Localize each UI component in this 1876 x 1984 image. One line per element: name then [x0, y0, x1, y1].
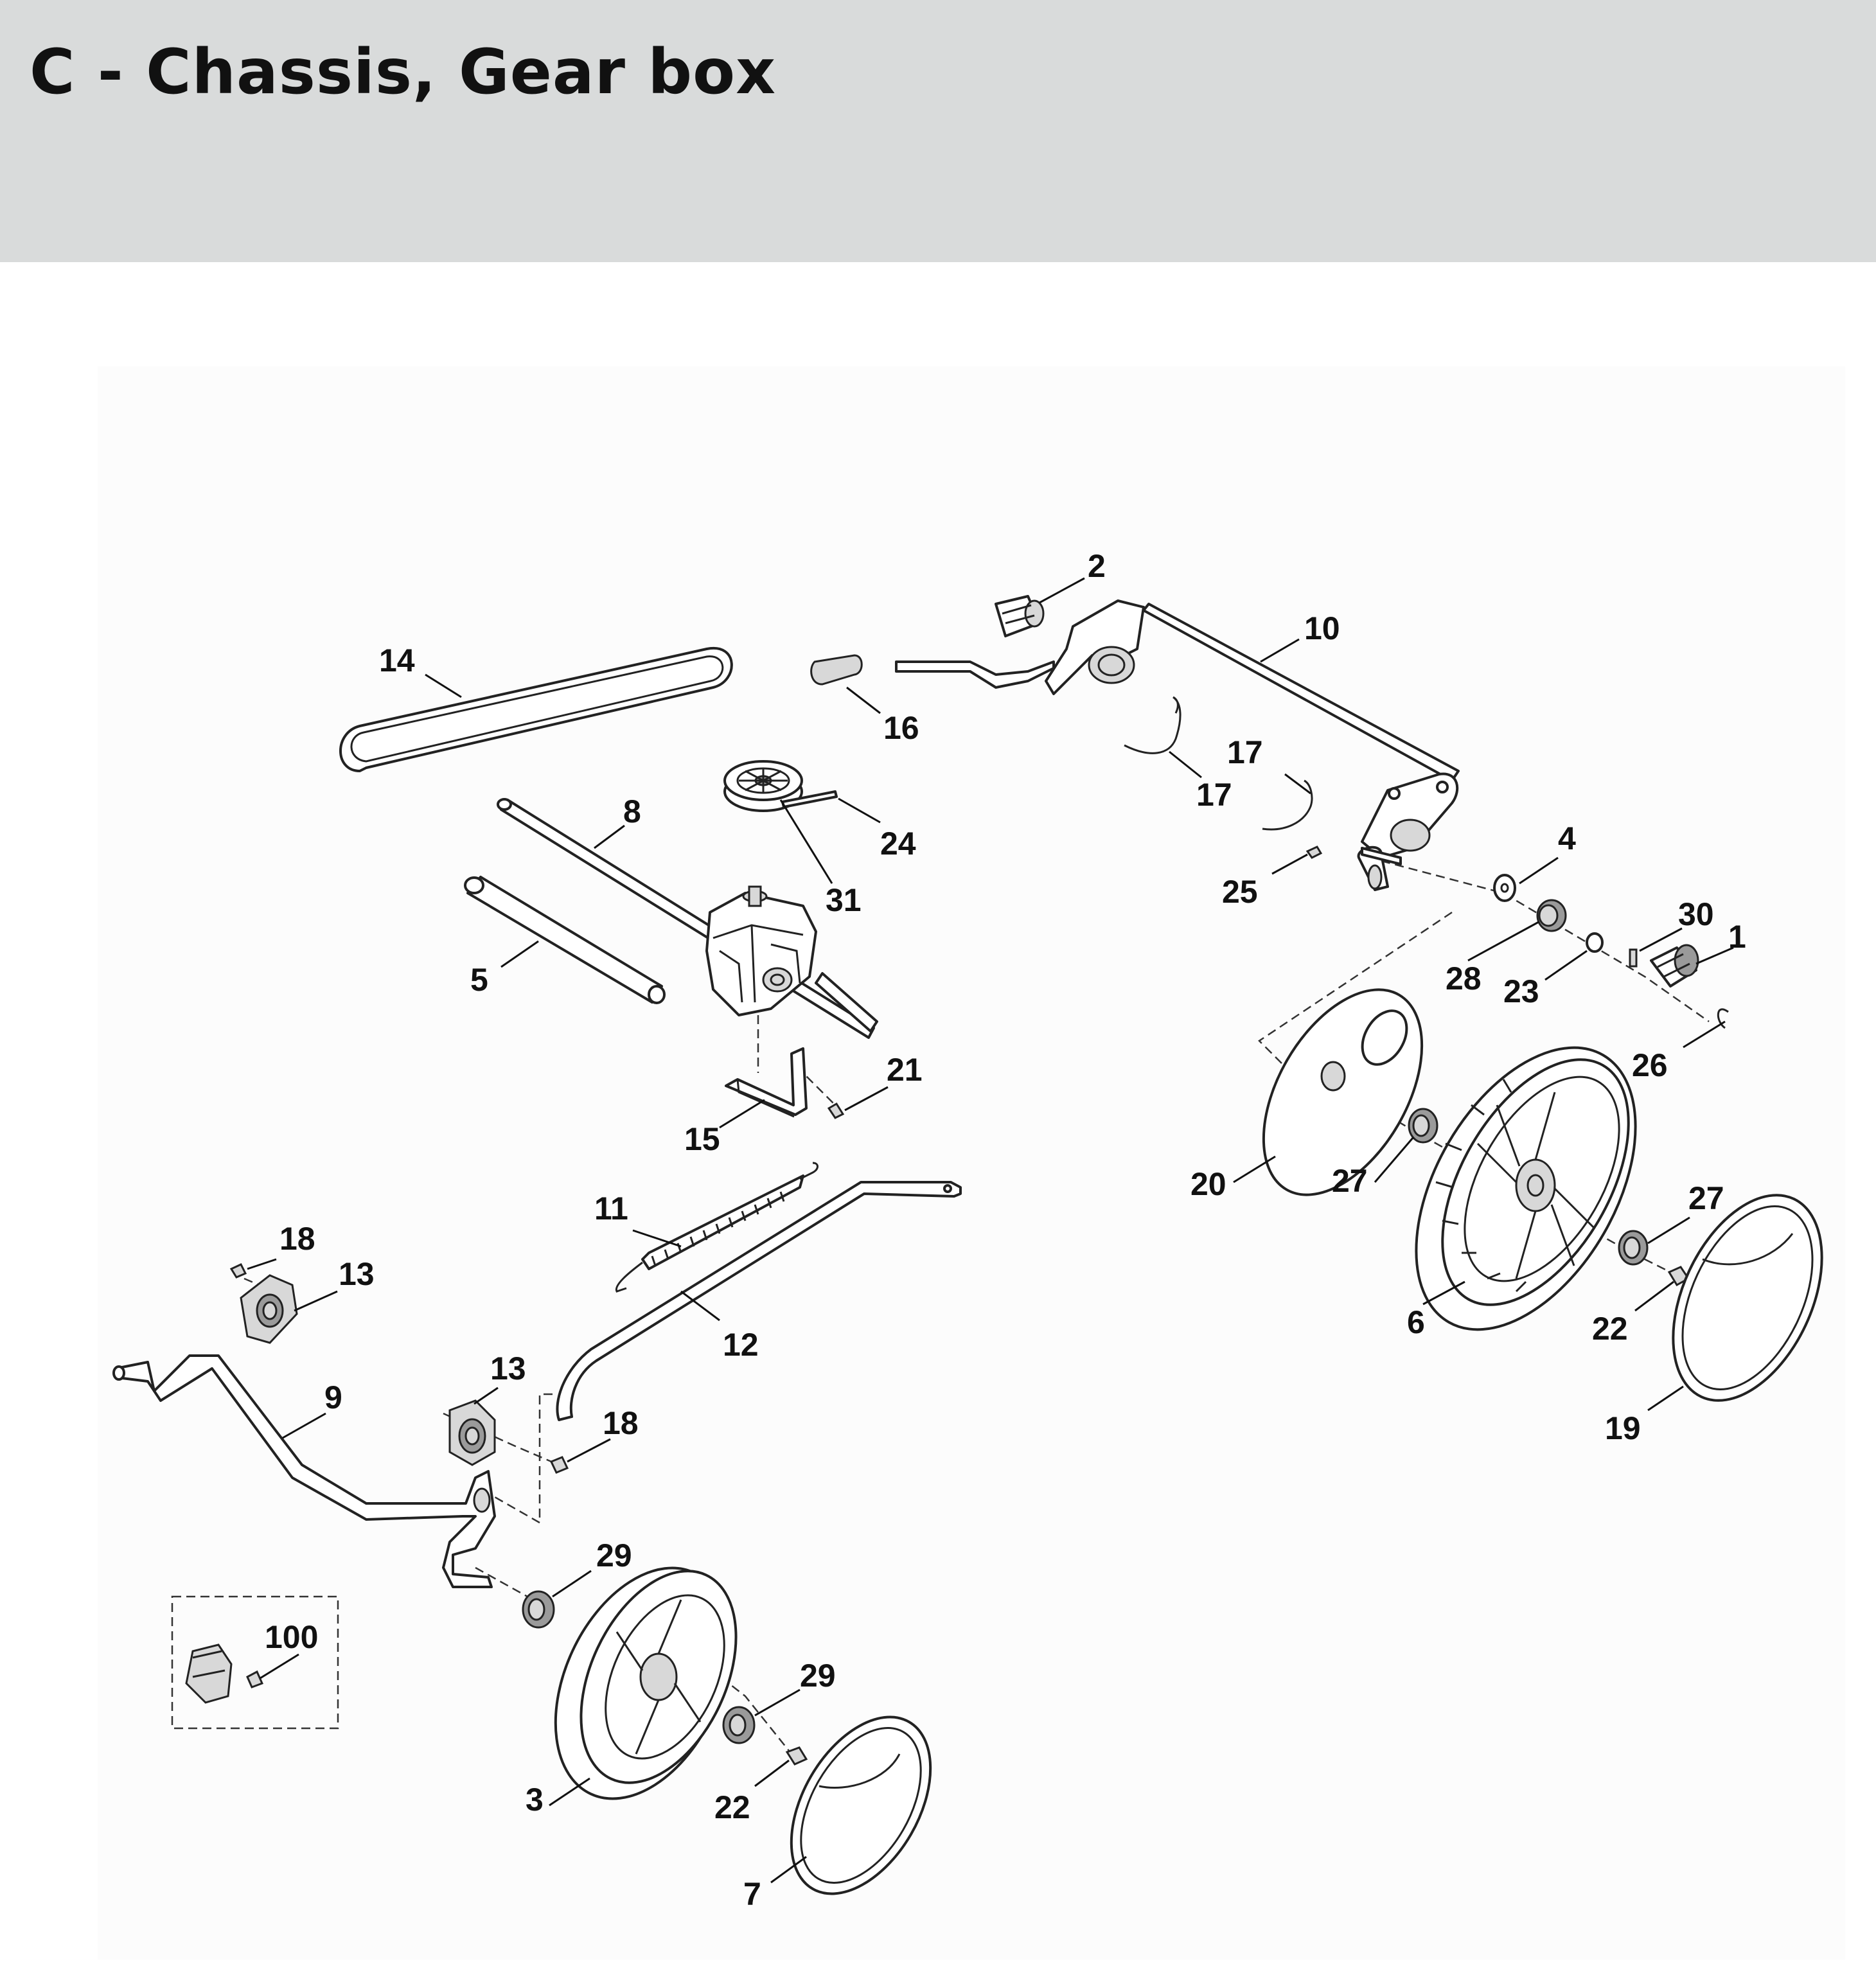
part-pulley	[723, 760, 803, 812]
part-disc-cover	[1262, 988, 1424, 1196]
part-small-25	[1305, 846, 1323, 859]
callout-17: 17	[1196, 777, 1232, 813]
callout-23: 23	[1503, 973, 1539, 1009]
part-axle-rod	[497, 798, 878, 1039]
header-bar: C - Chassis, Gear box	[0, 0, 1876, 262]
part-screw-18a	[229, 1263, 247, 1279]
part-ring-23	[1586, 932, 1604, 953]
part-rear-wheel	[1415, 1046, 1637, 1331]
callout-labels: 2 10 14 16 17 17 8 24 31 25 4 30 1 5 28 …	[265, 548, 1746, 1912]
callout-27: 27	[1332, 1163, 1368, 1199]
callout-17: 17	[1227, 734, 1263, 770]
callout-11: 11	[594, 1191, 628, 1227]
part-clip-26	[1717, 1008, 1729, 1029]
page-title: C - Chassis, Gear box	[30, 36, 776, 108]
part-screw-18b	[549, 1456, 569, 1474]
part-key-30	[1629, 948, 1638, 968]
part-lever	[810, 654, 1055, 689]
callout-13: 13	[339, 1256, 375, 1292]
callout-22: 22	[714, 1789, 750, 1825]
callout-6: 6	[1407, 1304, 1425, 1340]
callout-22: 22	[1592, 1311, 1628, 1347]
callout-9: 9	[324, 1379, 342, 1415]
callout-26: 26	[1632, 1047, 1668, 1083]
callout-30: 30	[1678, 896, 1714, 932]
callout-27: 27	[1688, 1180, 1724, 1216]
callout-2: 2	[1088, 548, 1106, 584]
part-linkage-rod	[556, 1181, 962, 1421]
part-tension-spring	[615, 1162, 819, 1293]
part-bracket-arm	[1045, 599, 1460, 891]
assembly-lines	[243, 860, 1710, 1761]
part-nut-22b	[785, 1746, 808, 1766]
part-assembly-100	[171, 1595, 339, 1730]
callout-24: 24	[880, 826, 916, 862]
callout-21: 21	[887, 1052, 923, 1088]
callout-20: 20	[1190, 1166, 1226, 1202]
part-front-axle	[112, 1354, 496, 1588]
callout-18: 18	[603, 1405, 639, 1441]
callout-25: 25	[1222, 874, 1258, 910]
part-bushing-13b	[448, 1399, 496, 1466]
callout-3: 3	[526, 1782, 544, 1818]
callout-16: 16	[883, 710, 919, 746]
callout-14: 14	[379, 642, 415, 678]
part-gearbox	[705, 885, 817, 1016]
part-washer-4	[1493, 874, 1516, 902]
part-bearing-28	[1536, 899, 1567, 932]
callout-100: 100	[265, 1619, 318, 1655]
callout-4: 4	[1558, 820, 1576, 856]
part-bearing-27b	[1618, 1230, 1649, 1266]
part-bearing-27a	[1408, 1108, 1438, 1144]
callout-28: 28	[1446, 961, 1482, 996]
part-front-wheel	[554, 1566, 738, 1800]
callout-5: 5	[470, 962, 488, 998]
callout-31: 31	[826, 882, 862, 918]
callout-1: 1	[1728, 919, 1746, 955]
callout-7: 7	[743, 1876, 761, 1912]
callout-19: 19	[1605, 1410, 1641, 1446]
part-bushing-13a	[240, 1274, 298, 1344]
leader-lines	[247, 577, 1734, 1884]
callout-12: 12	[723, 1327, 759, 1363]
part-bearing-29b	[722, 1706, 756, 1744]
part-screw-21	[827, 1102, 845, 1119]
part-front-hubcap	[790, 1715, 932, 1895]
callout-15: 15	[684, 1121, 720, 1157]
part-pinion-1	[1650, 944, 1699, 988]
callout-10: 10	[1304, 610, 1340, 646]
part-bearing-29a	[522, 1590, 555, 1629]
part-knob	[995, 595, 1045, 637]
part-bracket	[725, 1047, 808, 1118]
part-tube	[464, 876, 666, 1004]
callout-18: 18	[279, 1221, 315, 1257]
callout-29: 29	[596, 1537, 632, 1573]
part-spring-clips	[1124, 696, 1313, 831]
part-belt	[339, 646, 733, 772]
callout-8: 8	[623, 793, 641, 829]
callout-29: 29	[800, 1658, 836, 1694]
callout-13: 13	[490, 1351, 526, 1386]
part-rear-hubcap	[1672, 1194, 1823, 1402]
